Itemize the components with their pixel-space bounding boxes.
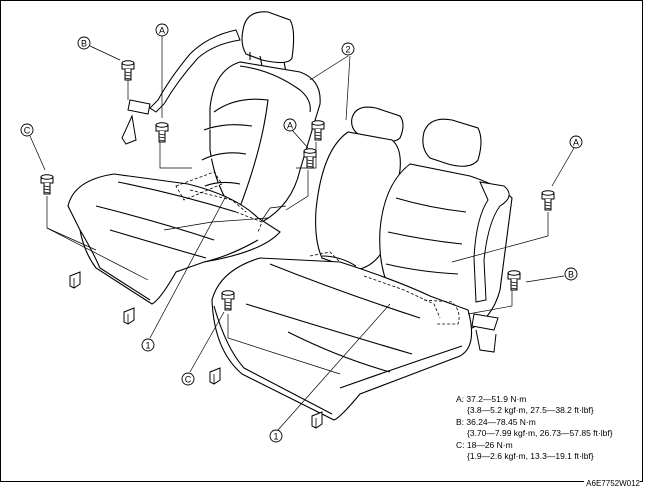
callout-1-left: 1 — [141, 338, 155, 352]
left-seat — [67, 11, 321, 305]
callout-label: A — [573, 138, 579, 148]
torque-spec-detail: {3.70—7.99 kgf·m, 26.73—57.85 ft·lbf} — [467, 428, 613, 438]
callout-b-top-left: B — [77, 36, 91, 50]
callout-leaders — [29, 36, 575, 431]
bolt-a-right — [541, 190, 555, 211]
bolt-a-center-top — [311, 120, 325, 141]
callout-2: 2 — [341, 42, 355, 56]
torque-spec-b: B: 36.24—78.45 N·m {3.70—7.99 kgf·m, 26.… — [456, 417, 638, 439]
callout-a-center: A — [283, 118, 297, 132]
callout-label: 1 — [273, 432, 278, 442]
torque-spec-detail: {3.8—5.2 kgf·m, 27.5—38.2 ft·lbf} — [467, 405, 594, 415]
bolt-a-center-bottom — [303, 148, 317, 169]
callout-a-top-left: A — [155, 23, 169, 37]
torque-spec-head: A: 37.2—51.9 N·m — [456, 394, 527, 404]
callout-label: A — [159, 26, 165, 36]
callout-b-right: B — [564, 267, 578, 281]
hidden-anchor-outlines — [175, 171, 460, 325]
callout-a-right: A — [569, 135, 583, 149]
callout-label: 2 — [345, 45, 350, 55]
callout-label: B — [81, 39, 87, 49]
bolt-c-left — [40, 174, 54, 195]
torque-spec-head: C: 18—26 N·m — [456, 440, 513, 450]
callout-1-bottom: 1 — [269, 429, 283, 443]
torque-specification-legend: A: 37.2—51.9 N·m {3.8—5.2 kgf·m, 27.5—38… — [456, 394, 638, 463]
bolt-b-right — [507, 270, 521, 291]
bolt-a-left — [155, 122, 169, 143]
callout-label: C — [24, 126, 31, 136]
left-seat-belt — [121, 29, 241, 145]
seat-clip — [123, 307, 135, 325]
callout-label: 1 — [145, 341, 150, 351]
callout-c-bottom: C — [181, 372, 195, 386]
seat-clip — [209, 367, 221, 385]
callout-label: C — [185, 375, 192, 385]
seat-clip — [69, 271, 81, 289]
bolt-b-left — [121, 60, 135, 81]
torque-spec-detail: {1.9—2.6 kgf·m, 13.3—19.1 ft·lbf} — [467, 451, 594, 461]
torque-spec-a: A: 37.2—51.9 N·m {3.8—5.2 kgf·m, 27.5—38… — [456, 394, 638, 416]
callout-label: A — [287, 121, 293, 131]
torque-spec-c: C: 18—26 N·m {1.9—2.6 kgf·m, 13.3—19.1 f… — [456, 440, 638, 462]
seat-clip — [311, 411, 323, 429]
right-seat-belt — [471, 181, 510, 353]
callout-c-left: C — [20, 123, 34, 137]
torque-spec-head: B: 36.24—78.45 N·m — [456, 417, 536, 427]
figure-code: A6E7752W012 — [584, 479, 640, 488]
callout-label: B — [568, 270, 574, 280]
